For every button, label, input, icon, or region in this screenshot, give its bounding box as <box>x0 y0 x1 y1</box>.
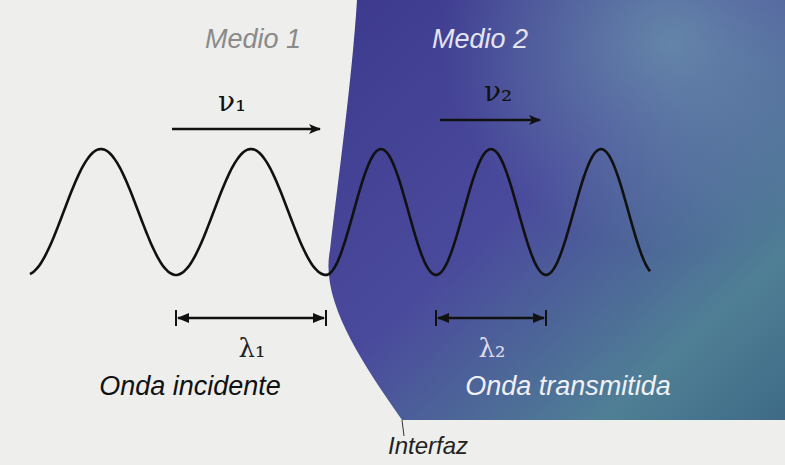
wavelength-symbol: λ₁ <box>239 334 266 363</box>
dimension-tick <box>175 310 177 326</box>
velocity-symbol: ν₂ <box>484 77 512 108</box>
velocity-arrow <box>172 128 320 131</box>
wave-label: Onda transmitida <box>465 372 671 402</box>
medium-2-region <box>328 0 785 420</box>
velocity-symbol: ν₁ <box>218 87 246 118</box>
medium-label: Medio 1 <box>205 25 301 55</box>
velocity-arrow <box>440 119 540 122</box>
wavelength-dimension <box>178 317 324 320</box>
wavelength-dimension <box>438 317 544 320</box>
dimension-tick <box>325 310 327 326</box>
wave-label: Onda incidente <box>99 372 281 402</box>
interface-label: Interfaz <box>388 433 468 459</box>
medium-2-glow <box>328 0 785 420</box>
wave-line <box>30 149 650 275</box>
dimension-tick <box>545 310 547 326</box>
dimension-tick <box>435 310 437 326</box>
wavelength-symbol: λ₂ <box>479 334 506 363</box>
medium-label: Medio 2 <box>432 25 528 55</box>
